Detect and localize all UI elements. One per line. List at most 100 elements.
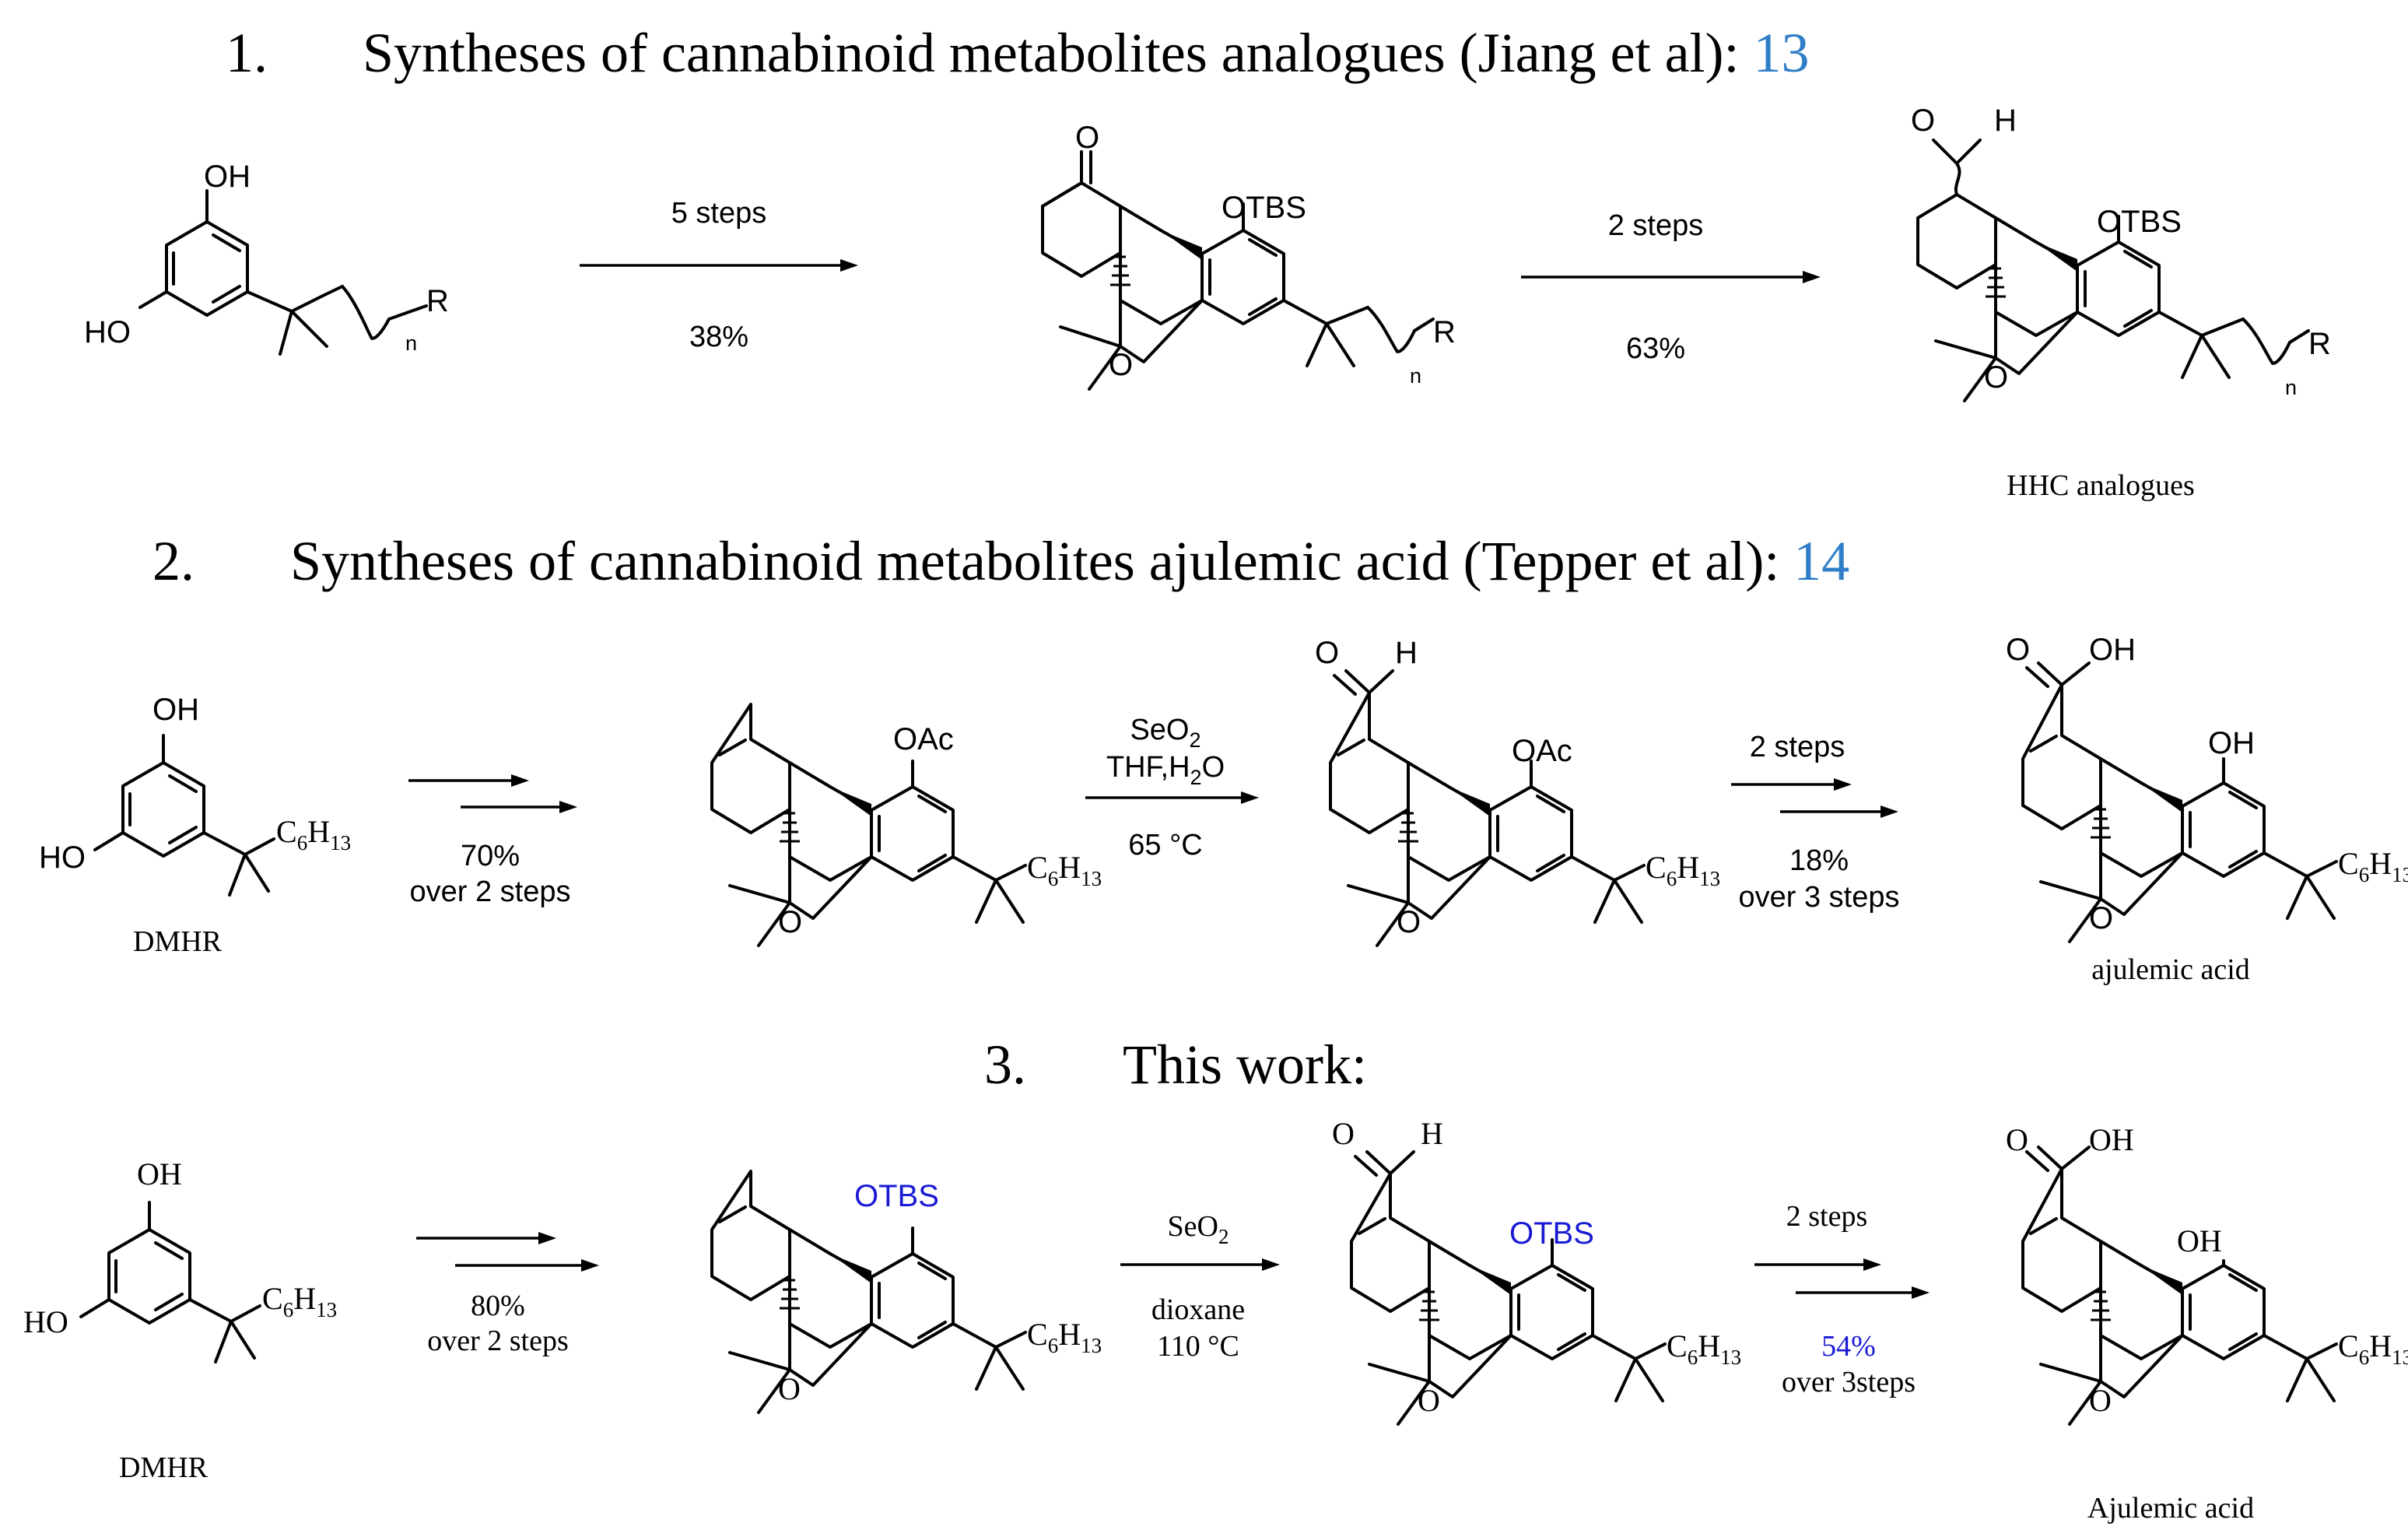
section-2-number: 2. — [152, 530, 195, 592]
scheme2-arrow1-line1: 70% — [461, 840, 520, 872]
scheme3-hexyl-3: C6H13 — [1667, 1328, 1741, 1369]
scheme3-temperature: 110 °C — [1157, 1330, 1239, 1363]
scheme2-arrow3-top: 2 steps — [1750, 731, 1845, 763]
scheme3-arrow1-line1: 80% — [471, 1290, 525, 1322]
scheme2-aldehyde-h-label: H — [1395, 636, 1418, 670]
scheme1-arrow-2: 2 steps 63% — [1521, 209, 1821, 365]
scheme3-aldehyde-o-label: O — [1332, 1116, 1355, 1151]
scheme2-temperature: 65 °C — [1128, 829, 1202, 861]
scheme3-thc-otbs: OTBS O C6H13 — [710, 1170, 1102, 1414]
scheme3-ring-o-label-1: O — [778, 1371, 801, 1406]
scheme3-start-label: DMHR — [119, 1451, 209, 1484]
scheme1-oh-label: OH — [204, 160, 251, 194]
scheme1-product-label: HHC analogues — [2007, 469, 2195, 502]
scheme2-aldehyde-o-label: O — [1315, 636, 1339, 670]
scheme1-arrow-1: 5 steps 38% — [580, 197, 858, 353]
scheme1-r-label-3: R — [2308, 327, 2331, 361]
scheme3-acid-o-label: O — [2006, 1122, 2028, 1157]
scheme1-ketone-intermediate: O OTBS O R n — [1041, 121, 1456, 391]
scheme2-oac-label-1: OAc — [893, 722, 954, 756]
scheme1-ketone-o-label: O — [1075, 121, 1099, 155]
scheme3-otbs-label-1: OTBS — [854, 1179, 939, 1213]
scheme1-arrow1-top: 5 steps — [671, 197, 767, 230]
section-1-number: 1. — [226, 22, 268, 84]
scheme1-arrow1-bottom: 38% — [689, 321, 748, 353]
scheme3-arrow-1: 80% over 2 steps — [416, 1232, 599, 1357]
scheme1-arrow2-bottom: 63% — [1626, 332, 1685, 365]
scheme3-hexyl-2: C6H13 — [1027, 1317, 1102, 1357]
scheme3-arrow3-top: 2 steps — [1786, 1200, 1868, 1233]
scheme3-acid-oh-label: OH — [2089, 1122, 2134, 1157]
scheme1-resorcinol: OH HO R n — [84, 160, 449, 356]
scheme2-ring-o-label-3: O — [2089, 901, 2113, 935]
scheme1-n-label-2: n — [1410, 364, 1421, 388]
scheme2-dmhr: OH HO C6H13 DMHR — [39, 693, 351, 958]
scheme1-n-label-3: n — [2285, 376, 2297, 399]
scheme2-hexyl-4: C6H13 — [2338, 846, 2408, 886]
scheme2-arrow3-line1: 18% — [1789, 844, 1849, 877]
scheme3-arrow3-line2: over 3steps — [1782, 1366, 1916, 1398]
scheme3-product-label: Ajulemic acid — [2087, 1492, 2254, 1525]
scheme3-ho-label: HO — [23, 1304, 68, 1339]
scheme3-solvent: dioxane — [1151, 1293, 1245, 1326]
scheme3-arrow-2: SeO2 dioxane 110 °C — [1120, 1210, 1280, 1363]
scheme2-arrow-3: 2 steps 18% over 3 steps — [1731, 731, 1900, 914]
scheme2-arrow1-line2: over 2 steps — [410, 876, 571, 908]
scheme1-r-label-2: R — [1433, 315, 1456, 349]
section-1-title: Syntheses of cannabinoid metabolites ana… — [363, 22, 1810, 84]
scheme2-phenol-oh-label: OH — [2208, 726, 2255, 760]
scheme1-otbs-label-1: OTBS — [1222, 191, 1306, 225]
scheme3-ring-o-label-2: O — [1418, 1383, 1440, 1418]
scheme3-arrow1-line2: over 2 steps — [427, 1325, 569, 1357]
scheme2-oh-label: OH — [152, 693, 199, 727]
section-3-title: This work: — [1123, 1033, 1367, 1096]
section-2-ref: 14 — [1793, 530, 1849, 592]
scheme2-arrow-1: 70% over 2 steps — [408, 774, 577, 908]
scheme1-otbs-label-2: OTBS — [2097, 205, 2182, 239]
scheme3-ring-o-label-3: O — [2089, 1383, 2112, 1418]
scheme3-arrow3-line1: 54% — [1821, 1330, 1876, 1363]
scheme1-arrow2-top: 2 steps — [1608, 209, 1704, 242]
scheme2-aldehyde: O H OAc O C6H13 — [1315, 636, 1720, 947]
scheme3-aldehyde-h-label: H — [1421, 1116, 1443, 1151]
scheme3-ajulemic-acid: O OH OH O C6H13 Ajulemic acid — [2006, 1122, 2408, 1525]
scheme3-phenol-oh-label: OH — [2177, 1223, 2222, 1258]
scheme2-ho-label: HO — [39, 840, 86, 875]
scheme2-start-label: DMHR — [133, 925, 223, 958]
scheme2-ajulemic-acid: O OH OH O C6H13 ajulemic acid — [2006, 633, 2408, 986]
scheme2-acid-oh-label: OH — [2089, 633, 2136, 667]
scheme2-product-label: ajulemic acid — [2091, 953, 2250, 986]
scheme2-reagent: SeO2 — [1130, 714, 1200, 752]
scheme3-dmhr: OH HO C6H13 DMHR — [23, 1156, 337, 1484]
scheme2-arrow3-line2: over 3 steps — [1739, 881, 1900, 914]
scheme2-hexyl-2: C6H13 — [1027, 850, 1102, 890]
scheme3-hexyl-1: C6H13 — [262, 1281, 337, 1321]
scheme2-ring-o-label-1: O — [778, 905, 802, 939]
scheme2-hexyl-1: C6H13 — [276, 814, 351, 854]
scheme1-n-label: n — [405, 332, 417, 355]
scheme3-oh-label: OH — [137, 1156, 182, 1191]
scheme1-aldehyde-h-label: H — [1994, 104, 2017, 138]
scheme3-hexyl-4: C6H13 — [2338, 1328, 2408, 1369]
scheme2-solvent: THF,H2O — [1106, 751, 1225, 789]
scheme1-ring-o-label-2: O — [1984, 360, 2008, 395]
scheme2-arrow-2: SeO2 THF,H2O 65 °C — [1085, 714, 1259, 861]
scheme1-ring-o-label-1: O — [1109, 348, 1133, 382]
scheme1-hhc-analogue: O H OTBS O R n HHC analogues — [1911, 104, 2331, 502]
section-3-number: 3. — [984, 1033, 1026, 1096]
scheme3-aldehyde: O H OTBS O C6H13 — [1332, 1116, 1741, 1426]
scheme3-reagent: SeO2 — [1168, 1210, 1229, 1248]
scheme1-ho-label: HO — [84, 315, 131, 349]
scheme3-otbs-label-2: OTBS — [1509, 1216, 1594, 1251]
scheme2-thc-acetate: OAc O C6H13 — [710, 703, 1102, 947]
section-1-ref: 13 — [1754, 22, 1810, 84]
scheme1-aldehyde-o-label: O — [1911, 104, 1935, 138]
scheme3-arrow-3: 2 steps 54% over 3steps — [1754, 1200, 1930, 1398]
section-2-title: Syntheses of cannabinoid metabolites aju… — [290, 530, 1849, 592]
scheme1-r-label: R — [426, 284, 449, 318]
scheme2-hexyl-3: C6H13 — [1646, 850, 1720, 890]
scheme2-ring-o-label-2: O — [1397, 905, 1421, 939]
scheme2-oac-label-2: OAc — [1512, 734, 1572, 768]
scheme2-acid-o-label: O — [2006, 633, 2030, 667]
